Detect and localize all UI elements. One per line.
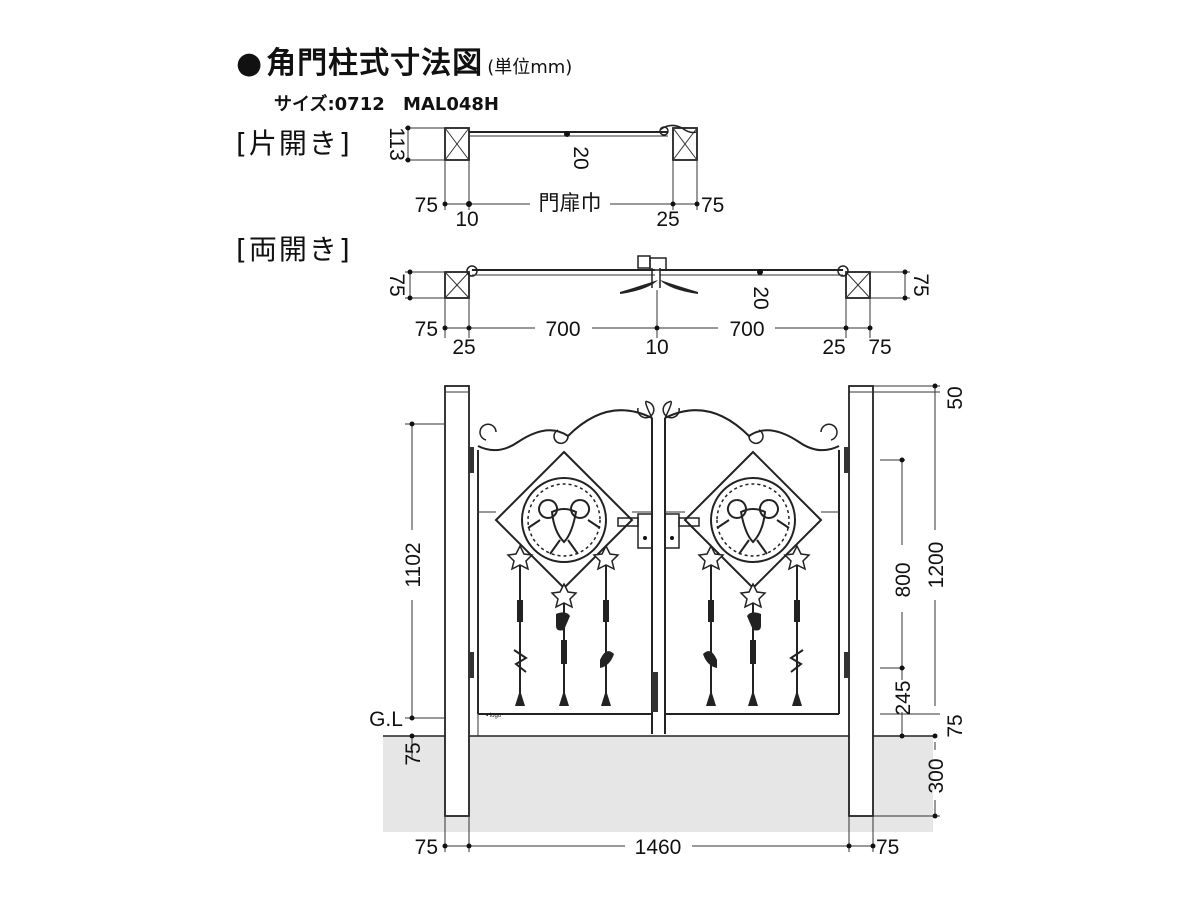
handle-height-dimension: 800 xyxy=(892,562,915,597)
single-latch xyxy=(659,124,697,134)
star-ornament xyxy=(550,582,578,609)
section-single-swing: [片開き] xyxy=(236,127,352,160)
double-center-gap: 10 xyxy=(645,336,668,359)
total-height-dimension: 1200 xyxy=(925,542,948,589)
single-post-right-width: 75 xyxy=(701,194,724,217)
bottom-gap-dimension: 245 xyxy=(892,680,915,715)
bottom-post-right-width: 75 xyxy=(876,836,899,859)
hinge-left-bottom xyxy=(468,652,474,678)
drop-rod-handle-left xyxy=(620,280,658,294)
double-post-left-width: 75 xyxy=(415,318,438,341)
double-post-right-height: 75 xyxy=(909,273,932,296)
title-block: ● 角門柱式寸法図 (単位mm) サイズ:0712 MAL048H xyxy=(236,38,572,116)
double-post-left-height: 75 xyxy=(385,273,408,296)
elevation-post-right xyxy=(848,385,874,817)
gate-leaf-left: ▪ logo xyxy=(477,400,658,736)
leaf-ornament xyxy=(600,651,614,668)
top-offset-dimension: 50 xyxy=(944,386,967,409)
left-height-dimension: 1102 xyxy=(402,542,425,587)
page-title: 角門柱式寸法図 xyxy=(266,46,484,81)
hinge-right-bottom xyxy=(844,652,850,678)
star-ornament xyxy=(592,544,620,571)
mascot-emblem-left xyxy=(527,499,601,555)
ground-area xyxy=(383,736,933,832)
double-door-right-width: 700 xyxy=(729,318,764,341)
single-door-width-label: 門扉巾 xyxy=(539,192,602,215)
elevation-post-left xyxy=(444,385,470,817)
hinge-right-top xyxy=(844,447,850,473)
single-post-height: 113 xyxy=(385,127,408,160)
drop-rod xyxy=(652,672,658,712)
title-bullet: ● xyxy=(236,46,263,81)
double-plan: 20 75 75 75 25 700 10 700 25 75 xyxy=(385,255,932,359)
double-door-left-width: 700 xyxy=(545,318,580,341)
note-ornament xyxy=(556,612,570,631)
front-elevation: ▪ logo xyxy=(369,383,967,859)
svg-text:▪ logo: ▪ logo xyxy=(486,713,502,719)
zigzag-ornament xyxy=(513,649,528,673)
lock-left xyxy=(637,513,653,549)
double-clearance-left: 25 xyxy=(452,336,475,359)
double-clearance-right: 25 xyxy=(822,336,845,359)
unit-note: (単位mm) xyxy=(487,57,573,78)
single-clearance-left: 10 xyxy=(455,208,478,231)
embed-depth-dimension: 300 xyxy=(925,758,948,793)
bottom-post-left-width: 75 xyxy=(415,836,438,859)
section-double-swing: [両開き] xyxy=(236,233,352,266)
star-ornament xyxy=(506,544,534,571)
size-label: サイズ:0712 xyxy=(274,94,385,115)
ground-line-label: G.L xyxy=(369,708,403,731)
double-gap-center: 20 xyxy=(749,286,772,309)
drop-rod-handle-right xyxy=(660,280,698,294)
double-post-right-width: 75 xyxy=(868,336,891,359)
hinge-left-top xyxy=(468,447,474,473)
total-width-dimension: 1460 xyxy=(635,836,682,859)
size-line: サイズ:0712 MAL048H xyxy=(274,90,572,116)
gate-leaf-right xyxy=(662,400,840,734)
single-gap-center: 20 xyxy=(569,146,592,169)
below-ground-left: 75 xyxy=(402,742,425,765)
single-plan: 113 20 75 10 門扉巾 25 75 xyxy=(385,124,724,231)
single-post-left-width: 75 xyxy=(415,194,438,217)
single-clearance-right: 25 xyxy=(656,208,679,231)
model-number: MAL048H xyxy=(403,94,499,115)
gl-offset-dimension: 75 xyxy=(944,714,967,737)
